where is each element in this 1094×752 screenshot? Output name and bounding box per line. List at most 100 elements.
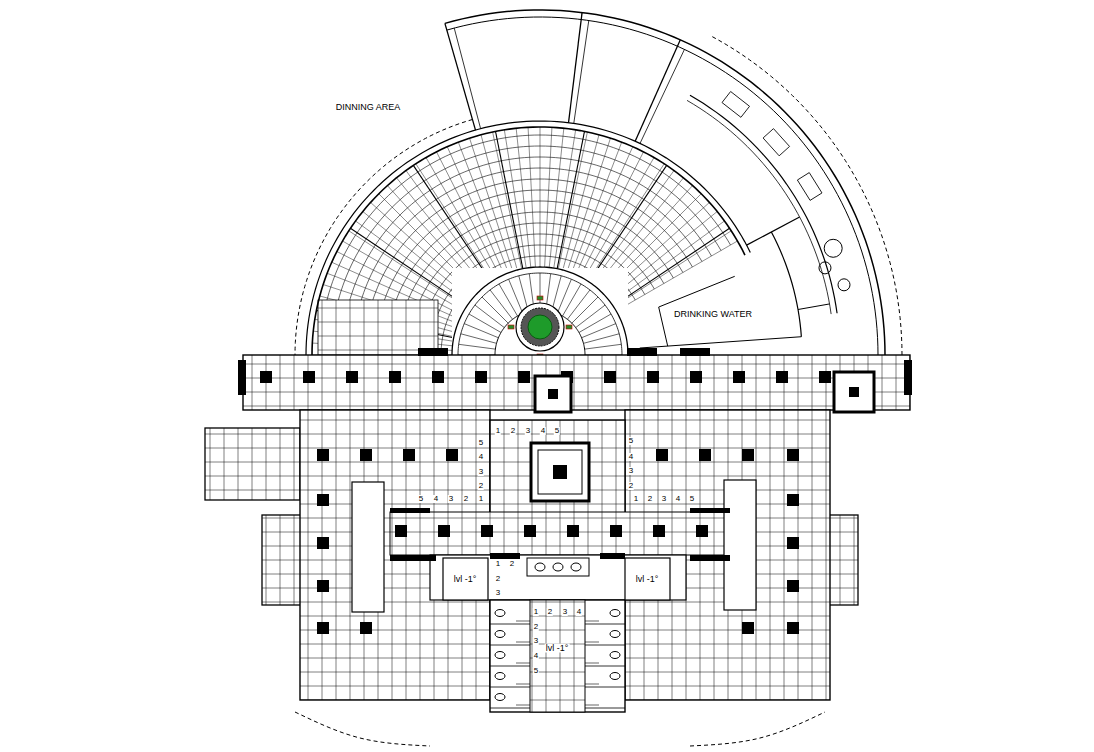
- stair-tread: [459, 344, 496, 349]
- wall-block: [490, 553, 520, 559]
- stair-tread: [572, 297, 598, 323]
- door-leaf: [516, 705, 530, 706]
- column-block: [690, 371, 702, 383]
- fixture-circle: [819, 262, 831, 274]
- wall-line: [747, 217, 800, 245]
- light-fixture: [508, 325, 514, 329]
- light-fixture: [537, 296, 543, 300]
- stair-tread: [509, 279, 523, 313]
- feature-frame: [535, 376, 571, 412]
- tile-line: [493, 132, 522, 269]
- wc-symbol: [610, 631, 620, 638]
- canopy-line: [295, 119, 472, 355]
- wall-line: [306, 121, 750, 355]
- planter-ring: [516, 303, 564, 351]
- tile-number: 3: [448, 495, 454, 503]
- room-label: DINNING AREA: [335, 103, 402, 112]
- wall-line: [447, 17, 878, 355]
- tile-joint: [589, 165, 667, 281]
- column-block: [317, 622, 329, 634]
- wc-symbol: [495, 631, 505, 638]
- door-leaf: [585, 705, 599, 706]
- wall-line: [574, 21, 589, 124]
- column-block: [553, 465, 567, 479]
- tile-line: [554, 130, 576, 268]
- tile-number: 1: [495, 560, 501, 568]
- tile-joint: [350, 228, 466, 306]
- tile-number: 5: [554, 427, 560, 435]
- tile-number: 5: [478, 439, 484, 447]
- column-block: [787, 494, 799, 506]
- column-block: [475, 371, 487, 383]
- level-label: lvl -1°: [635, 575, 660, 584]
- wc-symbol: [610, 652, 620, 659]
- column-block: [787, 449, 799, 461]
- tile-joint: [557, 131, 584, 268]
- wall-block: [904, 360, 912, 395]
- plant-symbol: [528, 315, 552, 339]
- stair-tread: [567, 290, 590, 319]
- tile-joint: [496, 131, 523, 268]
- fixture-circle: [824, 239, 842, 257]
- column-block: [524, 525, 536, 537]
- canopy-line: [295, 712, 430, 746]
- tile-number: 5: [689, 495, 695, 503]
- column-block: [819, 371, 831, 383]
- tile-number: 3: [525, 427, 531, 435]
- level-label: lvl -1°: [545, 644, 570, 653]
- wall-block: [238, 360, 246, 395]
- annex: [205, 428, 300, 500]
- wall-line: [312, 127, 745, 355]
- wall-line: [490, 666, 530, 667]
- wall-line: [490, 624, 530, 625]
- tile-line: [584, 158, 654, 279]
- wall-block: [680, 348, 710, 356]
- tile-number: 3: [495, 589, 501, 597]
- tile-number: 4: [628, 453, 634, 461]
- wall-line: [490, 708, 530, 709]
- tile-line: [558, 132, 587, 269]
- column-block: [317, 537, 329, 549]
- wall-line: [585, 708, 625, 709]
- stair-line: [458, 273, 622, 355]
- tile-line: [528, 127, 535, 267]
- wall-line: [640, 49, 684, 143]
- wash-counter: [527, 558, 589, 576]
- wall-block: [600, 553, 625, 559]
- stair-tread: [583, 334, 619, 344]
- door-leaf: [516, 642, 530, 643]
- tile-line: [447, 147, 504, 275]
- tile-line: [408, 223, 654, 355]
- wc-symbol: [610, 673, 620, 680]
- light-fixture: [566, 325, 572, 329]
- tile-line: [588, 164, 664, 281]
- tile-number: 4: [576, 608, 582, 616]
- tile-number: 1: [633, 495, 639, 503]
- passage: [390, 512, 725, 555]
- column-block: [303, 371, 315, 383]
- wash-basin: [535, 563, 545, 571]
- fixture-circle: [838, 279, 850, 291]
- stair-tread: [469, 314, 501, 333]
- column-block: [699, 449, 711, 461]
- tile-line: [563, 135, 599, 270]
- tile-number: 4: [478, 453, 484, 461]
- tile-line: [572, 142, 622, 273]
- column-block: [787, 622, 799, 634]
- door-leaf: [516, 684, 530, 685]
- wall-block: [390, 555, 436, 561]
- column-block: [610, 525, 622, 537]
- counter: [352, 482, 384, 612]
- door-leaf: [585, 684, 599, 685]
- toilet-block: [490, 600, 625, 712]
- wall-line: [445, 23, 476, 130]
- tile-number: 1: [533, 608, 539, 616]
- wall-line: [585, 687, 625, 688]
- tile-number: 4: [433, 495, 439, 503]
- column-block: [787, 537, 799, 549]
- column-block: [849, 387, 859, 397]
- tile-number: 3: [628, 467, 634, 475]
- tile-number: 2: [533, 623, 539, 631]
- tile-number: 5: [628, 437, 634, 445]
- column-block: [360, 622, 372, 634]
